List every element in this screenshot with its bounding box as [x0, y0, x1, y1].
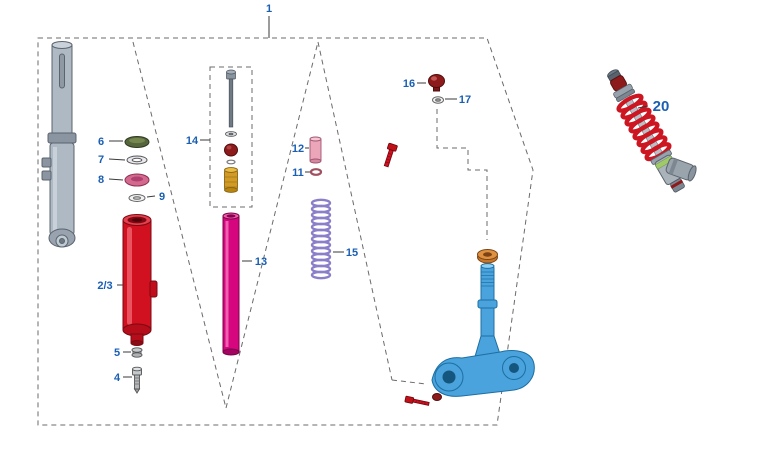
steering-stem-nut: [477, 249, 498, 264]
nut-part5: [131, 347, 143, 358]
leader-part8: [108, 178, 124, 181]
damper-ring: [226, 159, 236, 165]
rear-shock-part20: [607, 69, 697, 193]
inner-tube-part13: [222, 212, 240, 356]
fork-slider-part2-3: [122, 214, 158, 346]
damper-piece-gold: [224, 167, 238, 193]
part-label-15: 15: [346, 247, 358, 259]
ring-part9: [128, 194, 146, 202]
triple-clamp-steering-stem: [431, 263, 535, 397]
damper-washer: [225, 131, 237, 137]
part-label-17: 17: [459, 94, 471, 106]
connector-dashed-path: [436, 109, 488, 240]
ring-part11: [309, 168, 323, 176]
part-label-13: 13: [255, 256, 267, 268]
separator-line: [317, 41, 393, 381]
part-label-4: 4: [114, 372, 121, 384]
damper-nut: [224, 143, 238, 157]
part-label-16: 16: [403, 78, 415, 90]
shock-reservoir: [665, 157, 697, 182]
part-label-8: 8: [98, 174, 104, 186]
part-label-20: 20: [653, 98, 670, 115]
part-label-7: 7: [98, 154, 104, 166]
leader-part9: [146, 195, 156, 198]
washer-part7: [126, 155, 148, 165]
part-label-1: 1: [266, 3, 272, 15]
red-bolt-upper: [383, 142, 398, 168]
cap-part16: [428, 74, 445, 92]
part-label-12: 12: [292, 143, 304, 155]
leader-part7: [108, 158, 126, 161]
fork-spring-part15: [310, 198, 332, 280]
assembly-boundary-outline: [37, 37, 534, 426]
part-label-2-3: 2/3: [97, 280, 112, 292]
leader-part20: [637, 105, 649, 109]
dust-cap-part6: [124, 136, 150, 148]
damper-rod-bolt: [226, 69, 236, 128]
part-label-9: 9: [159, 191, 165, 203]
separator-line: [391, 379, 427, 385]
screw-part4: [132, 366, 142, 394]
fork-outer-leg: [41, 41, 77, 248]
part-label-6: 6: [98, 136, 104, 148]
part-label-5: 5: [114, 347, 120, 359]
oil-seal-part8: [124, 173, 150, 187]
red-bolt-lower: [404, 395, 430, 406]
washer-part17: [432, 96, 444, 104]
part-label-14: 14: [186, 135, 199, 147]
damper-group-box: [209, 66, 253, 208]
bushing-part12: [309, 136, 322, 164]
part-label-11: 11: [292, 167, 304, 179]
separator-line: [225, 41, 319, 409]
lower-bolt-nut: [432, 393, 442, 401]
